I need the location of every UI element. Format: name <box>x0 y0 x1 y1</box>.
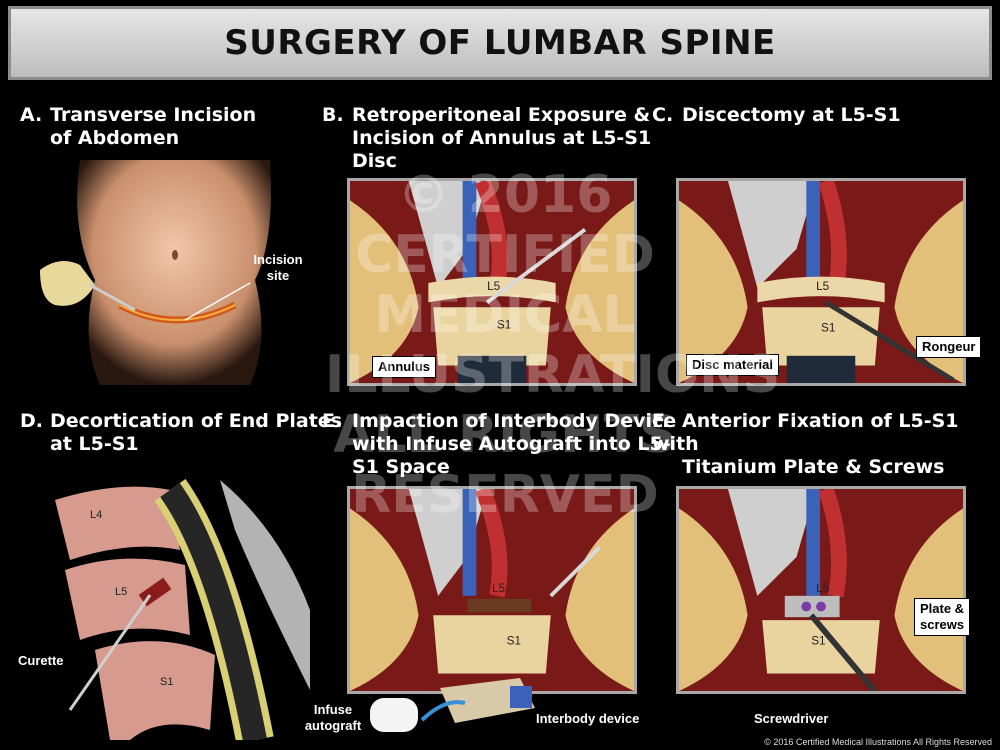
e-l5-text: L5 <box>492 582 506 595</box>
panel-b-image: L5 S1 <box>347 178 637 386</box>
disc-material-callout: Disc material <box>686 354 779 376</box>
page-title: SURGERY OF LUMBAR SPINE <box>224 23 776 63</box>
panel-c-label: C.Discectomy at L5-S1 <box>652 104 901 126</box>
panel-d-label: D.Decortication of End Plates at L5-S1 <box>20 410 343 455</box>
rongeur-callout: Rongeur <box>916 336 982 358</box>
curette-label: Curette <box>18 653 64 668</box>
plate-screws-callout: Plate &screws <box>914 598 971 636</box>
d-s1-text: S1 <box>160 676 173 688</box>
copyright-text: © 2016 Certified Medical Illustrations A… <box>764 737 992 747</box>
panel-e-label: E.Impaction of Interbody Device with Inf… <box>322 410 677 478</box>
c-s1-text: S1 <box>821 322 835 335</box>
panel-a-label: A.Transverse Incision of Abdomen <box>20 104 257 149</box>
panel-e-image: L5 S1 <box>347 486 637 694</box>
c-l5-text: L5 <box>816 280 830 293</box>
panel-f-label: F.Anterior Fixation of L5-S1 with Titani… <box>652 410 959 478</box>
panel-b-label: B.Retroperitoneal Exposure & Incision of… <box>322 104 652 172</box>
interbody-device-illustration <box>370 678 535 732</box>
b-l5-text: L5 <box>487 280 501 293</box>
panel-f-image: L5 S1 <box>676 486 966 694</box>
panel-d-spine-illustration: L4 L5 S1 <box>55 478 310 740</box>
annulus-callout: Annulus <box>372 356 436 378</box>
f-l5-text: L5 <box>816 582 830 595</box>
d-l4-text: L4 <box>90 509 102 521</box>
f-s1-text: S1 <box>811 634 825 647</box>
e-s1-text: S1 <box>507 634 521 647</box>
title-bar: SURGERY OF LUMBAR SPINE <box>8 6 992 80</box>
screwdriver-label: Screwdriver <box>754 711 829 726</box>
b-s1-text: S1 <box>497 319 511 332</box>
d-l5-text: L5 <box>115 586 127 598</box>
interbody-device-label: Interbody device <box>536 711 640 726</box>
